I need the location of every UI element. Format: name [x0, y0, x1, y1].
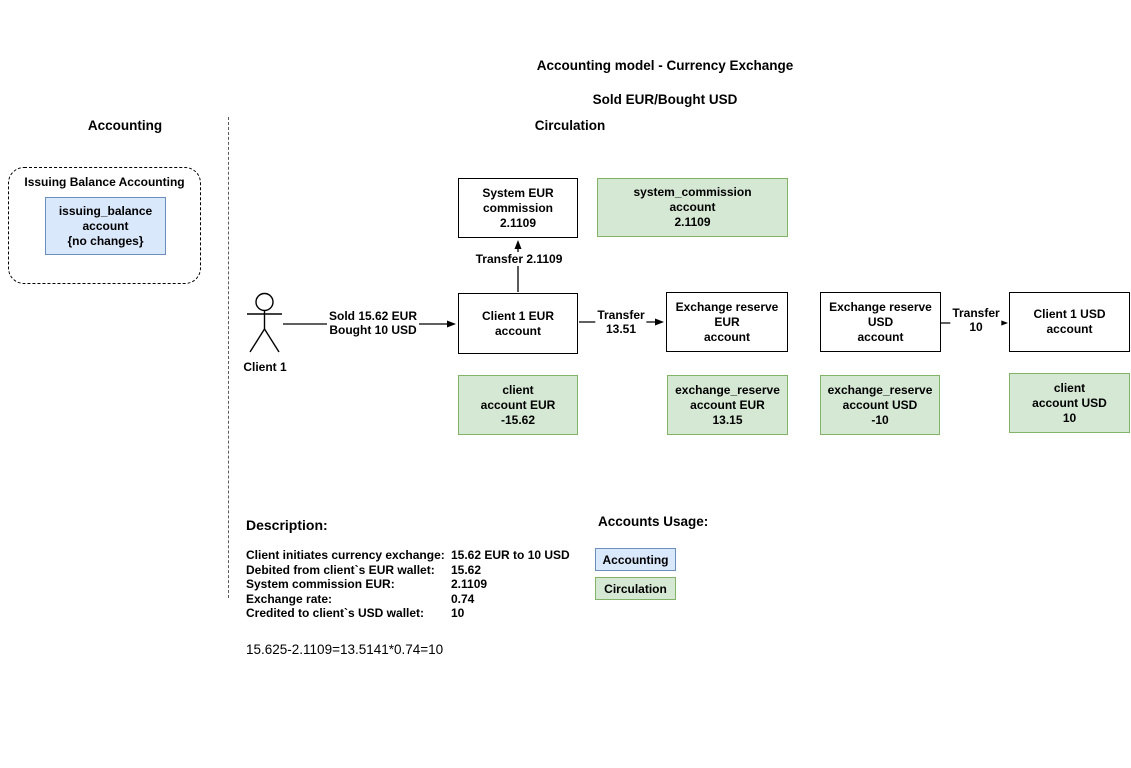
edge-label-sold-bought: Sold 15.62 EUR Bought 10 USD: [326, 309, 420, 337]
description-row: Client initiates currency exchange: 15.6…: [246, 548, 570, 563]
exchange-formula: 15.625-2.1109=13.5141*0.74=10: [246, 642, 444, 657]
node-client1-usd-account: Client 1 USD account: [1009, 292, 1130, 352]
section-divider-line: [228, 117, 229, 598]
description-row: Exchange rate: 0.74: [246, 592, 570, 607]
description-heading: Description:: [246, 517, 328, 533]
node-system-eur-commission: System EUR commission 2.1109: [458, 178, 578, 238]
node-exchange-reserve-account-eur: exchange_reserve account EUR 13.15: [667, 375, 788, 435]
accounting-section-header: Accounting: [87, 118, 163, 133]
node-system-commission-account: system_commission account 2.1109: [597, 178, 788, 237]
issuing-balance-container-label: Issuing Balance Accounting: [24, 175, 185, 189]
description-row-value: 15.62 EUR to 10 USD: [451, 548, 570, 562]
legend-badge-circulation: Circulation: [595, 577, 676, 600]
node-client-account-eur: client account EUR -15.62: [458, 375, 578, 435]
description-row-label: System commission EUR:: [246, 577, 395, 592]
node-exchange-reserve-account-usd: exchange_reserve account USD -10: [820, 375, 940, 435]
node-client1-eur-account: Client 1 EUR account: [458, 293, 578, 354]
edge-label-transfer-eur: Transfer 13.51: [595, 308, 647, 336]
description-row-value: 15.62: [451, 562, 482, 577]
diagram-title-line2: Sold EUR/Bought USD: [592, 92, 738, 107]
node-exchange-reserve-usd: Exchange reserve USD account: [820, 292, 941, 352]
client-actor-label: Client 1: [243, 360, 287, 374]
description-row: System commission EUR: 2.1109: [246, 577, 570, 592]
description-row: Credited to client`s USD wallet: 10: [246, 606, 570, 621]
edge-label-transfer-usd: Transfer 10: [950, 306, 1002, 334]
circulation-section-header: Circulation: [534, 118, 606, 133]
description-row-label: Debited from client`s EUR wallet:: [246, 562, 435, 577]
diagram-title-line1: Accounting model - Currency Exchange: [536, 58, 794, 73]
description-row-value: 0.74: [451, 591, 475, 606]
legend-badge-accounting: Accounting: [595, 548, 676, 571]
edge-label-transfer-commission: Transfer 2.1109: [473, 252, 565, 266]
client-actor-icon: [247, 292, 282, 353]
description-row-label: Credited to client`s USD wallet:: [246, 606, 425, 621]
issuing-balance-container: Issuing Balance Accounting: [8, 167, 201, 284]
description-rows: Client initiates currency exchange: 15.6…: [246, 548, 570, 621]
node-exchange-reserve-eur: Exchange reserve EUR account: [666, 292, 788, 352]
description-row-label: Client initiates currency exchange:: [246, 548, 445, 562]
description-row-label: Exchange rate:: [246, 591, 333, 606]
description-row-value: 10: [451, 606, 465, 621]
description-row-value: 2.1109: [451, 577, 488, 592]
node-issuing-balance-account: issuing_balance account {no changes}: [45, 197, 166, 255]
node-client-account-usd: client account USD 10: [1009, 373, 1130, 433]
diagram-title: Accounting model - Currency Exchange Sol…: [537, 40, 794, 125]
legend-heading: Accounts Usage:: [598, 514, 709, 529]
description-row: Debited from client`s EUR wallet: 15.62: [246, 563, 570, 578]
